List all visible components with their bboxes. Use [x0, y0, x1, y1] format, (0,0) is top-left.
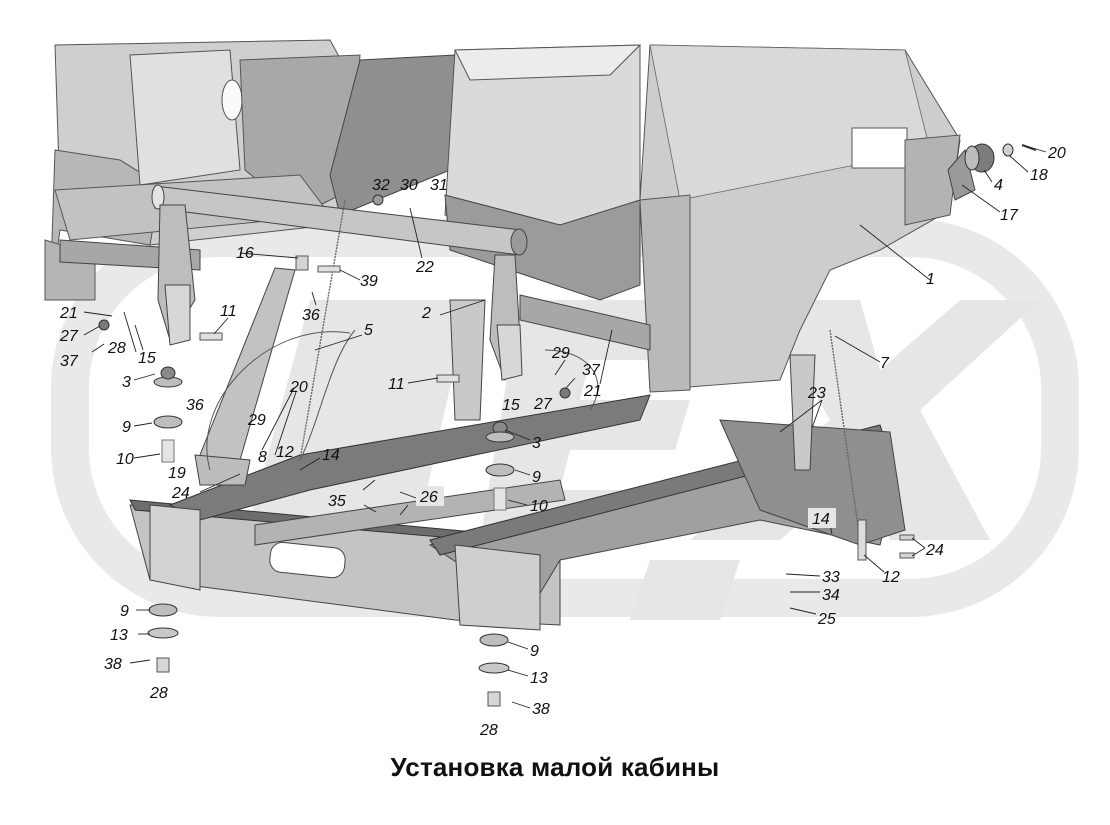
callout-3-b: 3: [532, 435, 541, 452]
callout-26: 26: [419, 489, 438, 506]
callout-12-b: 12: [882, 569, 900, 586]
mount-parts: [98, 194, 915, 707]
callout-38-a: 38: [104, 656, 122, 673]
callout-9-c: 9: [120, 603, 129, 620]
callout-7: 7: [880, 355, 890, 372]
cab-left-hole: [221, 79, 243, 121]
callout-1: 1: [926, 271, 935, 288]
callout-11-a: 11: [220, 303, 237, 320]
callout-19: 19: [168, 465, 186, 482]
callout-9-a: 9: [122, 419, 131, 436]
cab-body: [44, 39, 1037, 393]
cab-crossbar: [59, 184, 651, 382]
callout-33: 33: [822, 569, 840, 586]
callout-10-a: 10: [116, 451, 134, 468]
callout-29-b: 29: [551, 345, 570, 362]
callout-38-b: 38: [532, 701, 550, 718]
frame-left-plate: [149, 504, 201, 591]
callout-24-a: 24: [171, 485, 190, 502]
callout-15-a: 15: [138, 350, 156, 367]
frame-cross-member: [254, 479, 566, 546]
callout-31: 31: [430, 177, 448, 194]
callout-10-b: 10: [530, 498, 548, 515]
callout-labels: 20 18 4 17 1 32 30 31 22 16 39 36 2 11 5…: [59, 145, 1066, 739]
callout-23: 23: [807, 385, 826, 402]
callout-13-b: 13: [530, 670, 548, 687]
callout-2: 2: [421, 305, 431, 322]
callout-18: 18: [1030, 167, 1048, 184]
callout-34: 34: [822, 587, 840, 604]
callout-37-b: 37: [582, 362, 601, 379]
callout-16: 16: [236, 245, 254, 262]
bush-4-face: [964, 145, 980, 171]
callout-32: 32: [372, 177, 390, 194]
callout-27-b: 27: [533, 396, 553, 413]
figure-caption: Установка малой кабины: [390, 752, 720, 782]
callout-30: 30: [400, 177, 418, 194]
callout-9-d: 9: [530, 643, 539, 660]
torsion-assembly: [194, 199, 861, 541]
callout-28-b: 28: [149, 685, 168, 702]
frame-front-slot: [269, 541, 346, 579]
callout-5: 5: [364, 322, 373, 339]
cab-right-strip: [904, 134, 961, 226]
cab-right-slot: [851, 127, 908, 169]
callout-21-a: 21: [59, 305, 78, 322]
callout-39: 39: [360, 273, 378, 290]
washer-18: [1002, 143, 1014, 157]
cab-right-door-edge: [639, 194, 691, 393]
callout-14-b: 14: [812, 511, 830, 528]
cab-center-box-top: [454, 44, 642, 81]
callout-25: 25: [817, 611, 836, 628]
callout-20-top: 20: [1047, 145, 1066, 162]
callout-9-b: 9: [532, 469, 541, 486]
cab-center-block: [329, 54, 456, 216]
leader-lines: [83, 145, 1047, 709]
callout-15-b: 15: [502, 397, 520, 414]
frame-right-post: [789, 354, 816, 471]
frame: [129, 299, 906, 631]
callout-21-b: 21: [583, 383, 602, 400]
callout-29-a: 29: [247, 412, 266, 429]
frame-rear-beam: [719, 419, 906, 546]
callout-28-a: 28: [107, 340, 126, 357]
callout-28-c: 28: [479, 722, 498, 739]
callout-17: 17: [1000, 207, 1019, 224]
callout-36-a: 36: [302, 307, 320, 324]
callout-14-a: 14: [322, 447, 340, 464]
callout-37-a: 37: [60, 353, 79, 370]
callout-3-a: 3: [122, 374, 131, 391]
callout-20-b: 20: [289, 379, 308, 396]
frame-right-plate: [454, 544, 541, 631]
callout-22: 22: [415, 259, 434, 276]
callout-11-b: 11: [388, 376, 405, 393]
frame-left-post: [449, 299, 486, 421]
cab-left-box: [129, 49, 241, 186]
bolt-20-top: [1021, 144, 1037, 151]
callout-8: 8: [258, 449, 267, 466]
callout-36-b: 36: [186, 397, 204, 414]
callout-12-a: 12: [276, 444, 294, 461]
callout-4: 4: [994, 177, 1003, 194]
bracket-17: [947, 148, 976, 201]
callout-27-a: 27: [59, 328, 79, 345]
callout-24-b: 24: [925, 542, 944, 559]
callout-35: 35: [328, 493, 346, 510]
cab-center-slope: [444, 194, 641, 301]
callout-13-a: 13: [110, 627, 128, 644]
